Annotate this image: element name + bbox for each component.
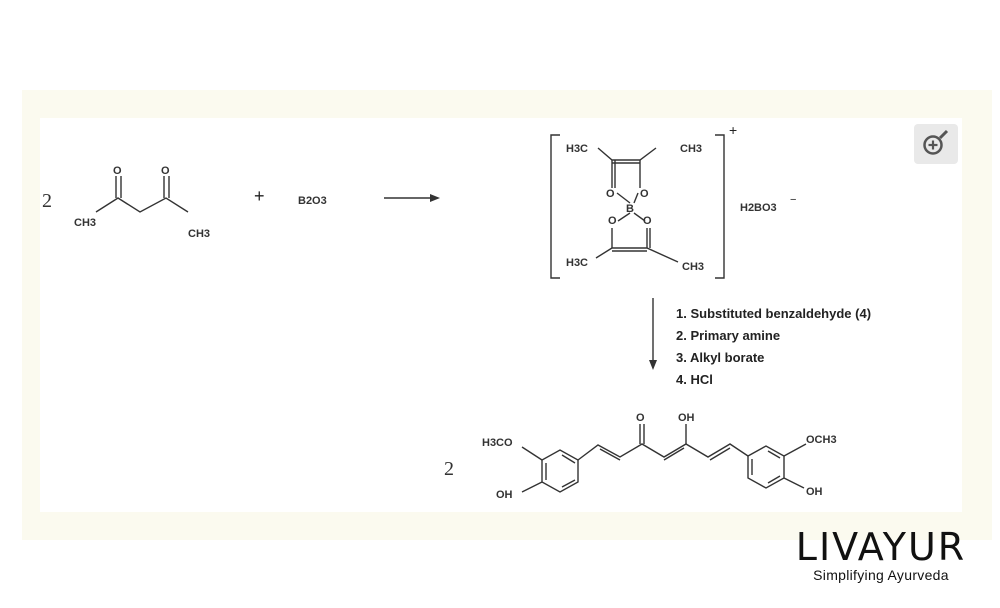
product-atom-enol-oh: OH [678,412,695,424]
step-4: 4. HCl [676,372,713,387]
figure-panel [40,118,962,512]
reagent-label: B2O3 [298,195,327,207]
complex-atom-ch3-top: CH3 [680,143,702,155]
product-atom-hydroxy-right: OH [806,486,823,498]
counterion-charge: − [790,194,796,206]
brand-logo: LIVAYUR Simplifying Ayurveda [770,525,992,583]
boron-complex-structure [595,147,679,263]
down-arrow [649,298,657,370]
product-atom-methoxy-left: H3CO [482,437,513,449]
complex-atom-o3: O [608,215,617,227]
complex-atom-h3c-bottom: H3C [566,257,588,269]
zoom-in-icon [923,129,949,155]
curcumin-structure [521,424,807,493]
complex-charge: + [729,122,737,138]
reactant-atom-o2: O [161,165,170,177]
reaction-arrow [384,194,440,202]
complex-atom-o2: O [640,188,649,200]
complex-atom-o1: O [606,188,615,200]
step-1: 1. Substituted benzaldehyde (4) [676,306,871,321]
acetylacetone-structure [95,176,189,213]
product-atom-ketone-o: O [636,412,645,424]
reactant-atom-ch3-right: CH3 [188,228,210,240]
brand-name: LIVAYUR [795,525,967,569]
step-2: 2. Primary amine [676,328,780,343]
complex-brackets [550,134,725,279]
zoom-button[interactable] [914,124,958,164]
reactant-atom-ch3-left: CH3 [74,217,96,229]
product-coefficient: 2 [444,458,454,480]
product-atom-hydroxy-left: OH [496,489,513,501]
reactant-atom-o1: O [113,165,122,177]
complex-atom-boron: B [626,203,634,215]
brand-tagline: Simplifying Ayurveda [813,567,949,583]
complex-atom-h3c-top: H3C [566,143,588,155]
complex-atom-ch3-bottom: CH3 [682,261,704,273]
complex-atom-o4: O [643,215,652,227]
plus-sign: + [254,186,265,206]
product-atom-methoxy-right: OCH3 [806,434,837,446]
step-3: 3. Alkyl borate [676,350,764,365]
reactant-coefficient: 2 [42,190,52,212]
counterion-label: H2BO3 [740,202,777,214]
